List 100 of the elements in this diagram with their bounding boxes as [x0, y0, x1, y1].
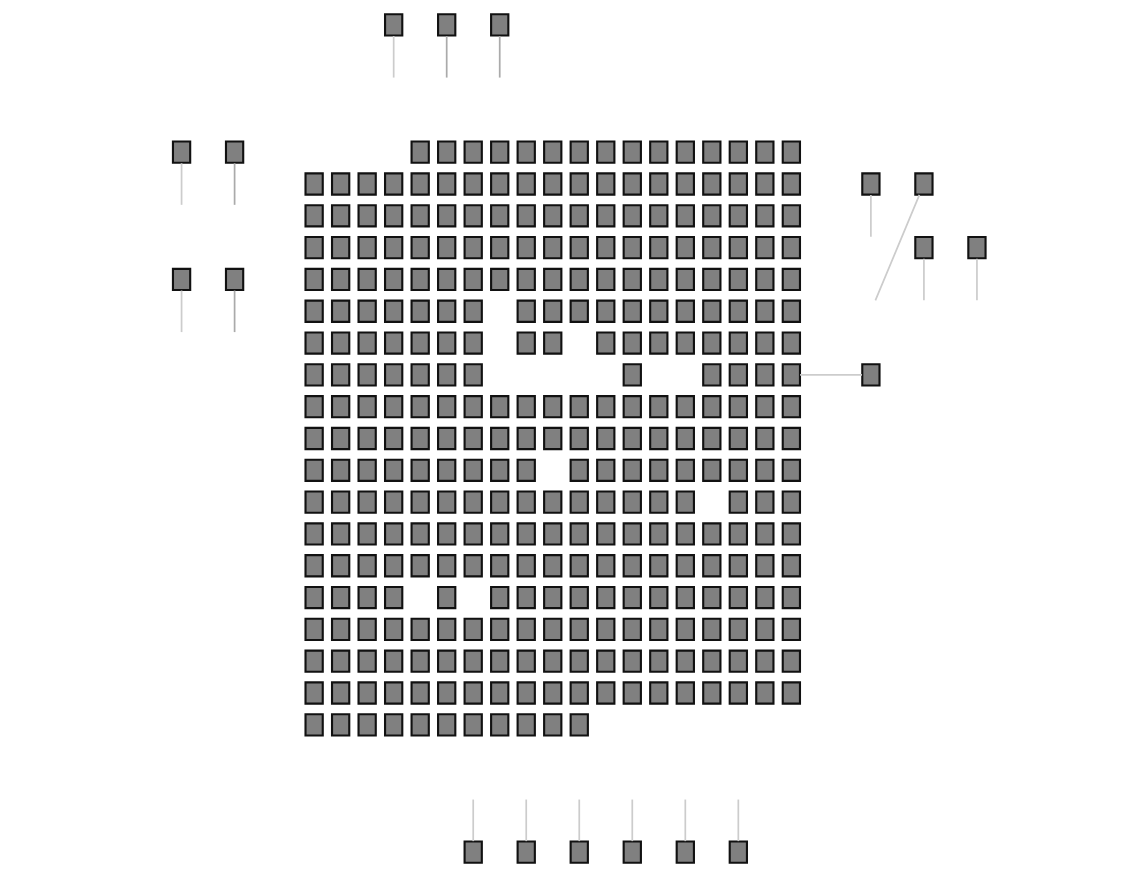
node-box — [489, 12, 509, 37]
node-box — [595, 489, 615, 514]
node-box — [701, 235, 721, 259]
node-box — [675, 203, 695, 227]
node-box — [913, 235, 934, 259]
node-box — [463, 235, 483, 259]
node-box — [648, 235, 668, 259]
node-box — [383, 553, 403, 577]
node-box — [330, 712, 350, 736]
node-box — [410, 680, 430, 705]
node-box — [569, 235, 589, 259]
node-box — [357, 585, 377, 609]
node-box — [436, 553, 456, 577]
connector — [683, 798, 686, 842]
node-box — [463, 267, 483, 291]
node-box — [701, 585, 721, 609]
node-box — [436, 521, 456, 546]
connector — [471, 798, 474, 842]
node-box — [303, 267, 324, 291]
node-box — [463, 489, 483, 514]
node-box — [728, 649, 748, 673]
node-box — [357, 299, 377, 323]
node-box — [569, 839, 589, 864]
node-box — [622, 299, 642, 323]
node-box — [330, 585, 350, 609]
node-box — [383, 235, 403, 259]
node-box — [728, 330, 748, 355]
node-box — [701, 458, 721, 482]
connector — [869, 193, 872, 237]
node-box — [542, 585, 562, 609]
node-box — [303, 426, 324, 450]
node-box — [675, 140, 695, 164]
node-box — [357, 394, 377, 418]
node-box — [303, 585, 324, 609]
node-box — [675, 521, 695, 546]
node-box — [754, 394, 774, 418]
node-box — [303, 330, 324, 355]
node-box — [489, 489, 509, 514]
node-box — [622, 203, 642, 227]
node-box — [675, 426, 695, 450]
node-box — [754, 171, 774, 196]
node-box — [303, 394, 324, 418]
node-box — [489, 649, 509, 673]
node-box — [463, 839, 483, 864]
node-box — [436, 140, 456, 164]
node-box — [436, 489, 456, 514]
node-box — [436, 712, 456, 736]
node-box — [463, 712, 483, 736]
node-box — [516, 649, 536, 673]
node-box — [463, 680, 483, 705]
node-box — [728, 680, 748, 705]
connector — [180, 289, 182, 333]
node-box — [595, 235, 615, 259]
node-box — [569, 140, 589, 164]
node-box — [569, 712, 589, 736]
node-box — [383, 299, 403, 323]
node-box — [675, 649, 695, 673]
node-box — [622, 617, 642, 641]
node-box — [383, 458, 403, 482]
node-box — [542, 299, 562, 323]
node-box — [728, 394, 748, 418]
node-box — [622, 330, 642, 355]
node-box — [701, 553, 721, 577]
node-box — [436, 203, 456, 227]
node-box — [383, 680, 403, 705]
node-box — [569, 203, 589, 227]
node-box — [410, 140, 430, 164]
node-box — [542, 712, 562, 736]
node-box — [516, 235, 536, 259]
node-box — [330, 489, 350, 514]
node-box — [781, 171, 801, 196]
node-box — [383, 521, 403, 546]
node-box — [569, 680, 589, 705]
node-box — [728, 299, 748, 323]
node-box — [330, 267, 350, 291]
node-box — [410, 489, 430, 514]
node-box — [754, 458, 774, 482]
node-box — [595, 649, 615, 673]
node-box — [648, 203, 668, 227]
node-box — [542, 171, 562, 196]
node-box — [516, 140, 536, 164]
node-box — [754, 585, 774, 609]
node-box — [595, 394, 615, 418]
node-box — [675, 299, 695, 323]
node-box — [648, 330, 668, 355]
node-box — [675, 171, 695, 196]
node-box — [622, 521, 642, 546]
node-box — [781, 617, 801, 641]
node-box — [330, 330, 350, 355]
node-box — [303, 489, 324, 514]
node-box — [542, 235, 562, 259]
node-box — [357, 235, 377, 259]
node-box — [701, 140, 721, 164]
node-box — [489, 394, 509, 418]
node-box — [728, 521, 748, 546]
node-box — [410, 617, 430, 641]
node-box — [330, 649, 350, 673]
node-box — [357, 712, 377, 736]
connector — [524, 798, 527, 842]
node-box — [516, 839, 536, 864]
